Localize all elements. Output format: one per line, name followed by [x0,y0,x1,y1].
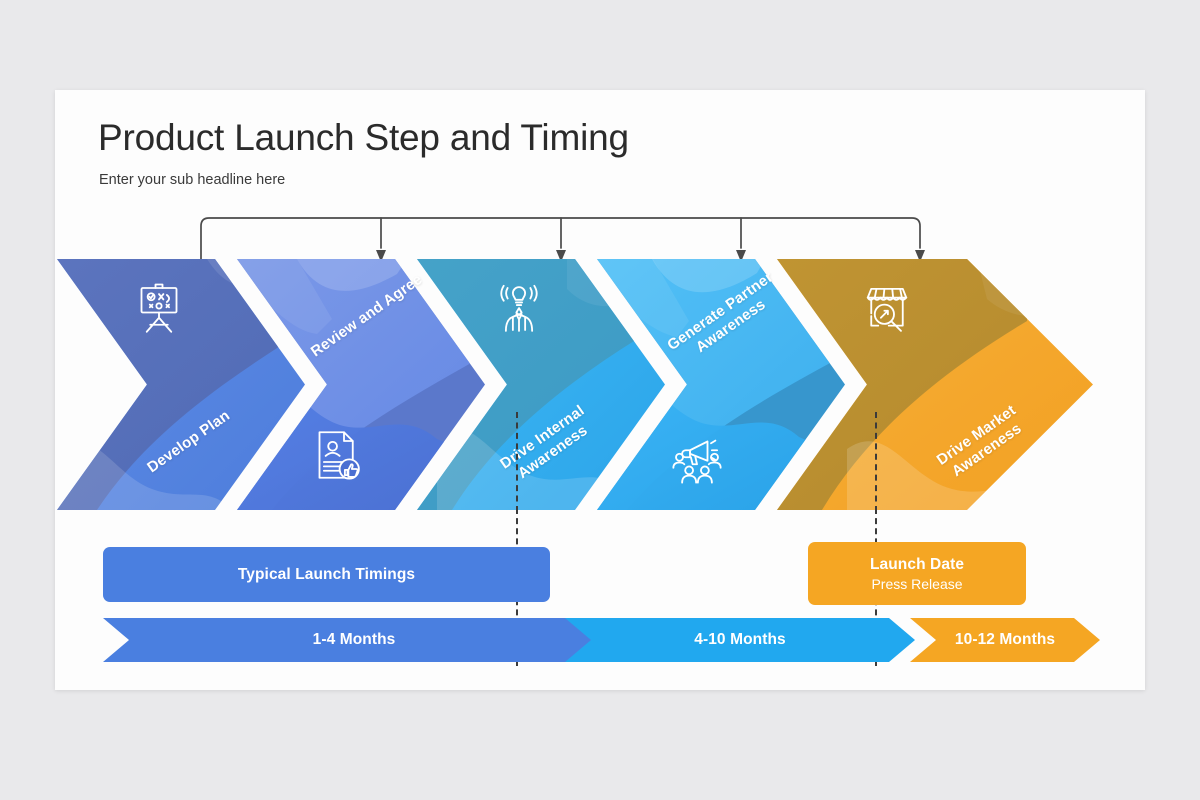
storefront-search-icon [859,281,915,337]
timing-band-10-12-months[interactable]: 10-12 Months [910,618,1100,662]
timeline-divider-left [516,412,518,512]
launch-date-marker[interactable]: Launch Date Press Release [808,542,1026,605]
step-chevron-drive-internal-awareness[interactable]: Drive Internal Awareness [417,259,665,510]
page-subtitle: Enter your sub headline here [99,172,286,188]
step-chevron-review-and-agree[interactable]: Review and Agree [237,259,485,510]
typical-launch-timings-legend[interactable]: Typical Launch Timings [103,547,550,602]
slide-canvas: Product Launch Step and Timing Enter you… [55,90,1145,690]
idea-broadcast-person-icon [491,281,547,337]
step-chevron-develop-plan[interactable]: Develop Plan [57,259,305,510]
timing-band-1-4-months[interactable]: 1-4 Months [103,618,605,662]
step-chevron-drive-market-awareness[interactable]: Drive Market Awareness [777,259,1093,510]
easel-strategy-board-icon [131,281,187,337]
document-approval-thumbsup-icon [309,427,365,483]
launch-date-line1: Launch Date [869,555,965,573]
legend-label: Typical Launch Timings [237,565,416,583]
step-chevron-generate-partner-awareness[interactable]: Generate Partner Awareness [597,259,845,510]
launch-date-line2: Press Release [871,575,963,592]
process-chevron-band: Develop Plan [55,90,1145,690]
timing-band-label: 4-10 Months [694,631,786,648]
megaphone-audience-icon [669,431,725,487]
timing-band-label: 1-4 Months [312,631,396,648]
timeline-divider-right [875,412,877,512]
page-title: Product Launch Step and Timing [98,117,629,158]
timing-band-label: 10-12 Months [954,631,1056,648]
timing-band-4-10-months[interactable]: 4-10 Months [565,618,915,662]
